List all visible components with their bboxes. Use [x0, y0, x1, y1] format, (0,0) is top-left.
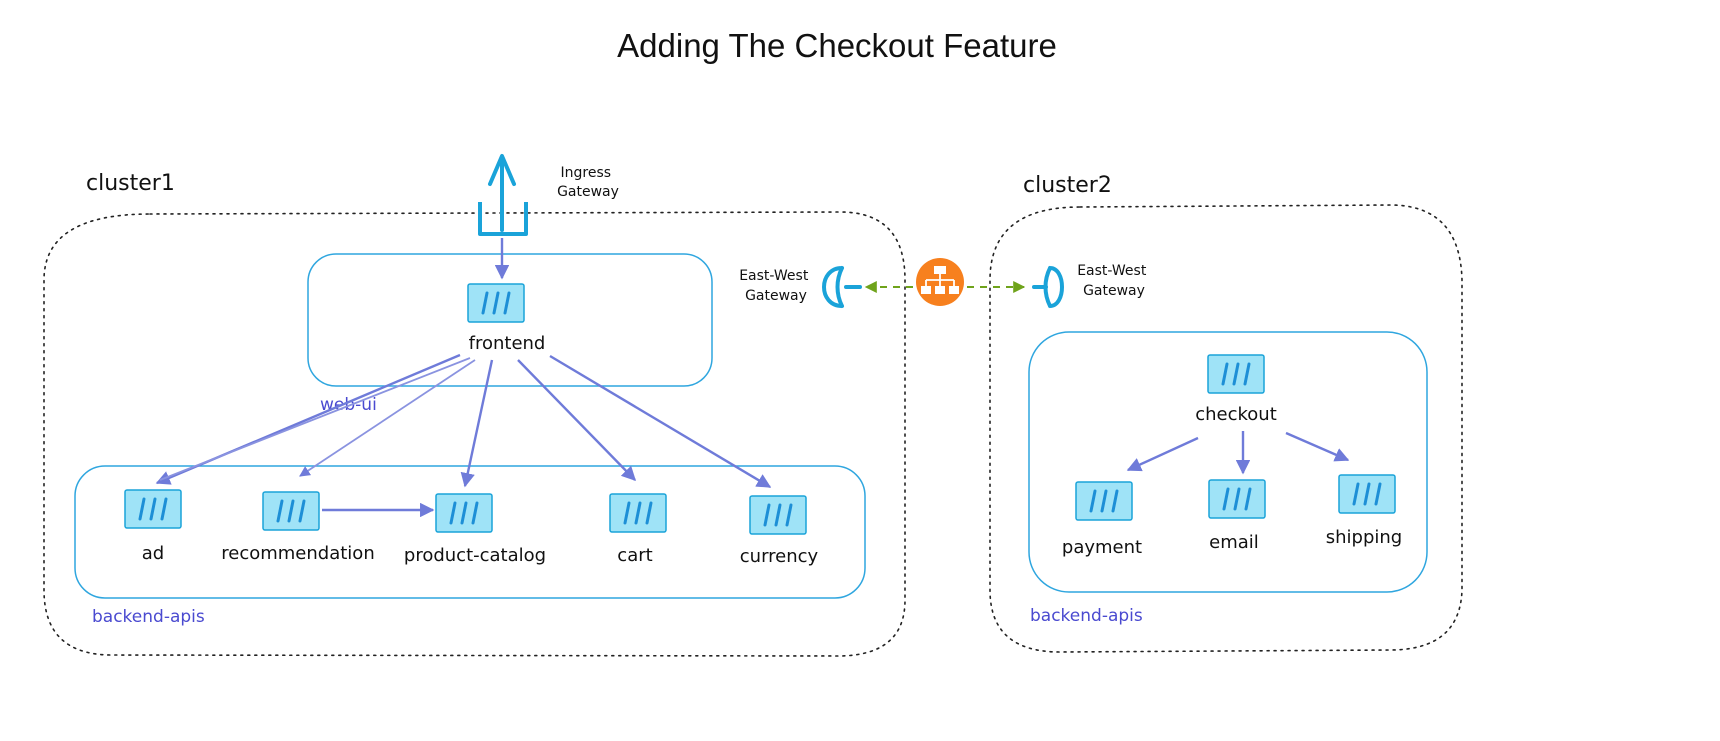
- ingress-gateway-label-line2: Gateway: [557, 184, 619, 200]
- network-load-balancer-icon: [916, 258, 964, 306]
- service-label: ad: [142, 543, 164, 564]
- pod-icon: [1074, 480, 1134, 522]
- ingress-gateway-label: Ingress Gateway: [557, 165, 619, 200]
- service-recommendation: recommendation: [221, 490, 375, 564]
- service-label: product-catalog: [404, 545, 546, 566]
- service-payment: payment: [1062, 480, 1142, 558]
- cluster1-east-west-gateway-label: East-West Gateway: [739, 268, 813, 304]
- service-ad: ad: [123, 488, 183, 564]
- edge-frontend-product-catalog: [460, 359, 494, 488]
- pod-icon: [123, 488, 183, 530]
- cluster2-backend-apis-label: backend-apis: [1030, 606, 1143, 626]
- pod-icon: [261, 490, 321, 532]
- service-label: shipping: [1326, 527, 1402, 548]
- edge-checkout-shipping: [1285, 431, 1350, 462]
- service-email: email: [1207, 478, 1267, 553]
- pod-icon: [466, 282, 526, 324]
- service-label: email: [1209, 532, 1259, 553]
- cluster1-label: cluster1: [86, 171, 175, 196]
- cluster1-ew-label-line2: Gateway: [745, 288, 807, 304]
- edge-checkout-payment: [1126, 436, 1199, 472]
- service-label: payment: [1062, 537, 1142, 558]
- edge-frontend-cart: [517, 359, 637, 482]
- cluster1-boundary: [43, 211, 906, 657]
- service-frontend: frontend: [466, 282, 546, 354]
- web-ui-namespace: [307, 253, 713, 387]
- ingress-gateway-icon: [478, 154, 528, 236]
- service-label: cart: [617, 545, 652, 566]
- pod-icon: [748, 494, 808, 536]
- service-shipping: shipping: [1326, 473, 1402, 548]
- service-product-catalog: product-catalog: [404, 492, 546, 566]
- service-label: currency: [740, 546, 819, 567]
- edge-frontend-recommendation: [299, 359, 476, 477]
- service-edges: [155, 353, 1350, 518]
- cluster1-ew-label-line1: East-West: [739, 268, 809, 284]
- cluster2-east-west-gateway-icon: [1032, 266, 1064, 308]
- cluster2-ew-label-line2: Gateway: [1083, 283, 1145, 299]
- service-cart: cart: [608, 492, 668, 566]
- service-label: frontend: [469, 333, 546, 354]
- service-label: recommendation: [221, 543, 374, 564]
- edge-frontend-ad-sketch: [159, 357, 471, 481]
- service-checkout: checkout: [1195, 353, 1277, 425]
- cluster2-backend-apis-namespace: [1028, 331, 1428, 593]
- cluster1-east-west-gateway-icon: [822, 266, 862, 308]
- cluster2-ew-label-line1: East-West: [1077, 263, 1147, 279]
- cluster2-east-west-gateway-label: East-West Gateway: [1077, 263, 1151, 299]
- edge-frontend-currency: [549, 354, 772, 489]
- pod-icon: [608, 492, 668, 534]
- pod-icon: [434, 492, 494, 534]
- ingress-gateway-label-line1: Ingress: [561, 165, 612, 181]
- service-currency: currency: [740, 494, 819, 567]
- cluster2-label: cluster2: [1023, 173, 1112, 198]
- pod-icon: [1206, 353, 1266, 395]
- cluster1-backend-apis-label: backend-apis: [92, 607, 205, 627]
- cluster2-boundary: [989, 204, 1463, 653]
- diagram-title: Adding The Checkout Feature: [617, 27, 1057, 64]
- pod-icon: [1337, 473, 1397, 515]
- service-label: checkout: [1195, 404, 1277, 425]
- pod-icon: [1207, 478, 1267, 520]
